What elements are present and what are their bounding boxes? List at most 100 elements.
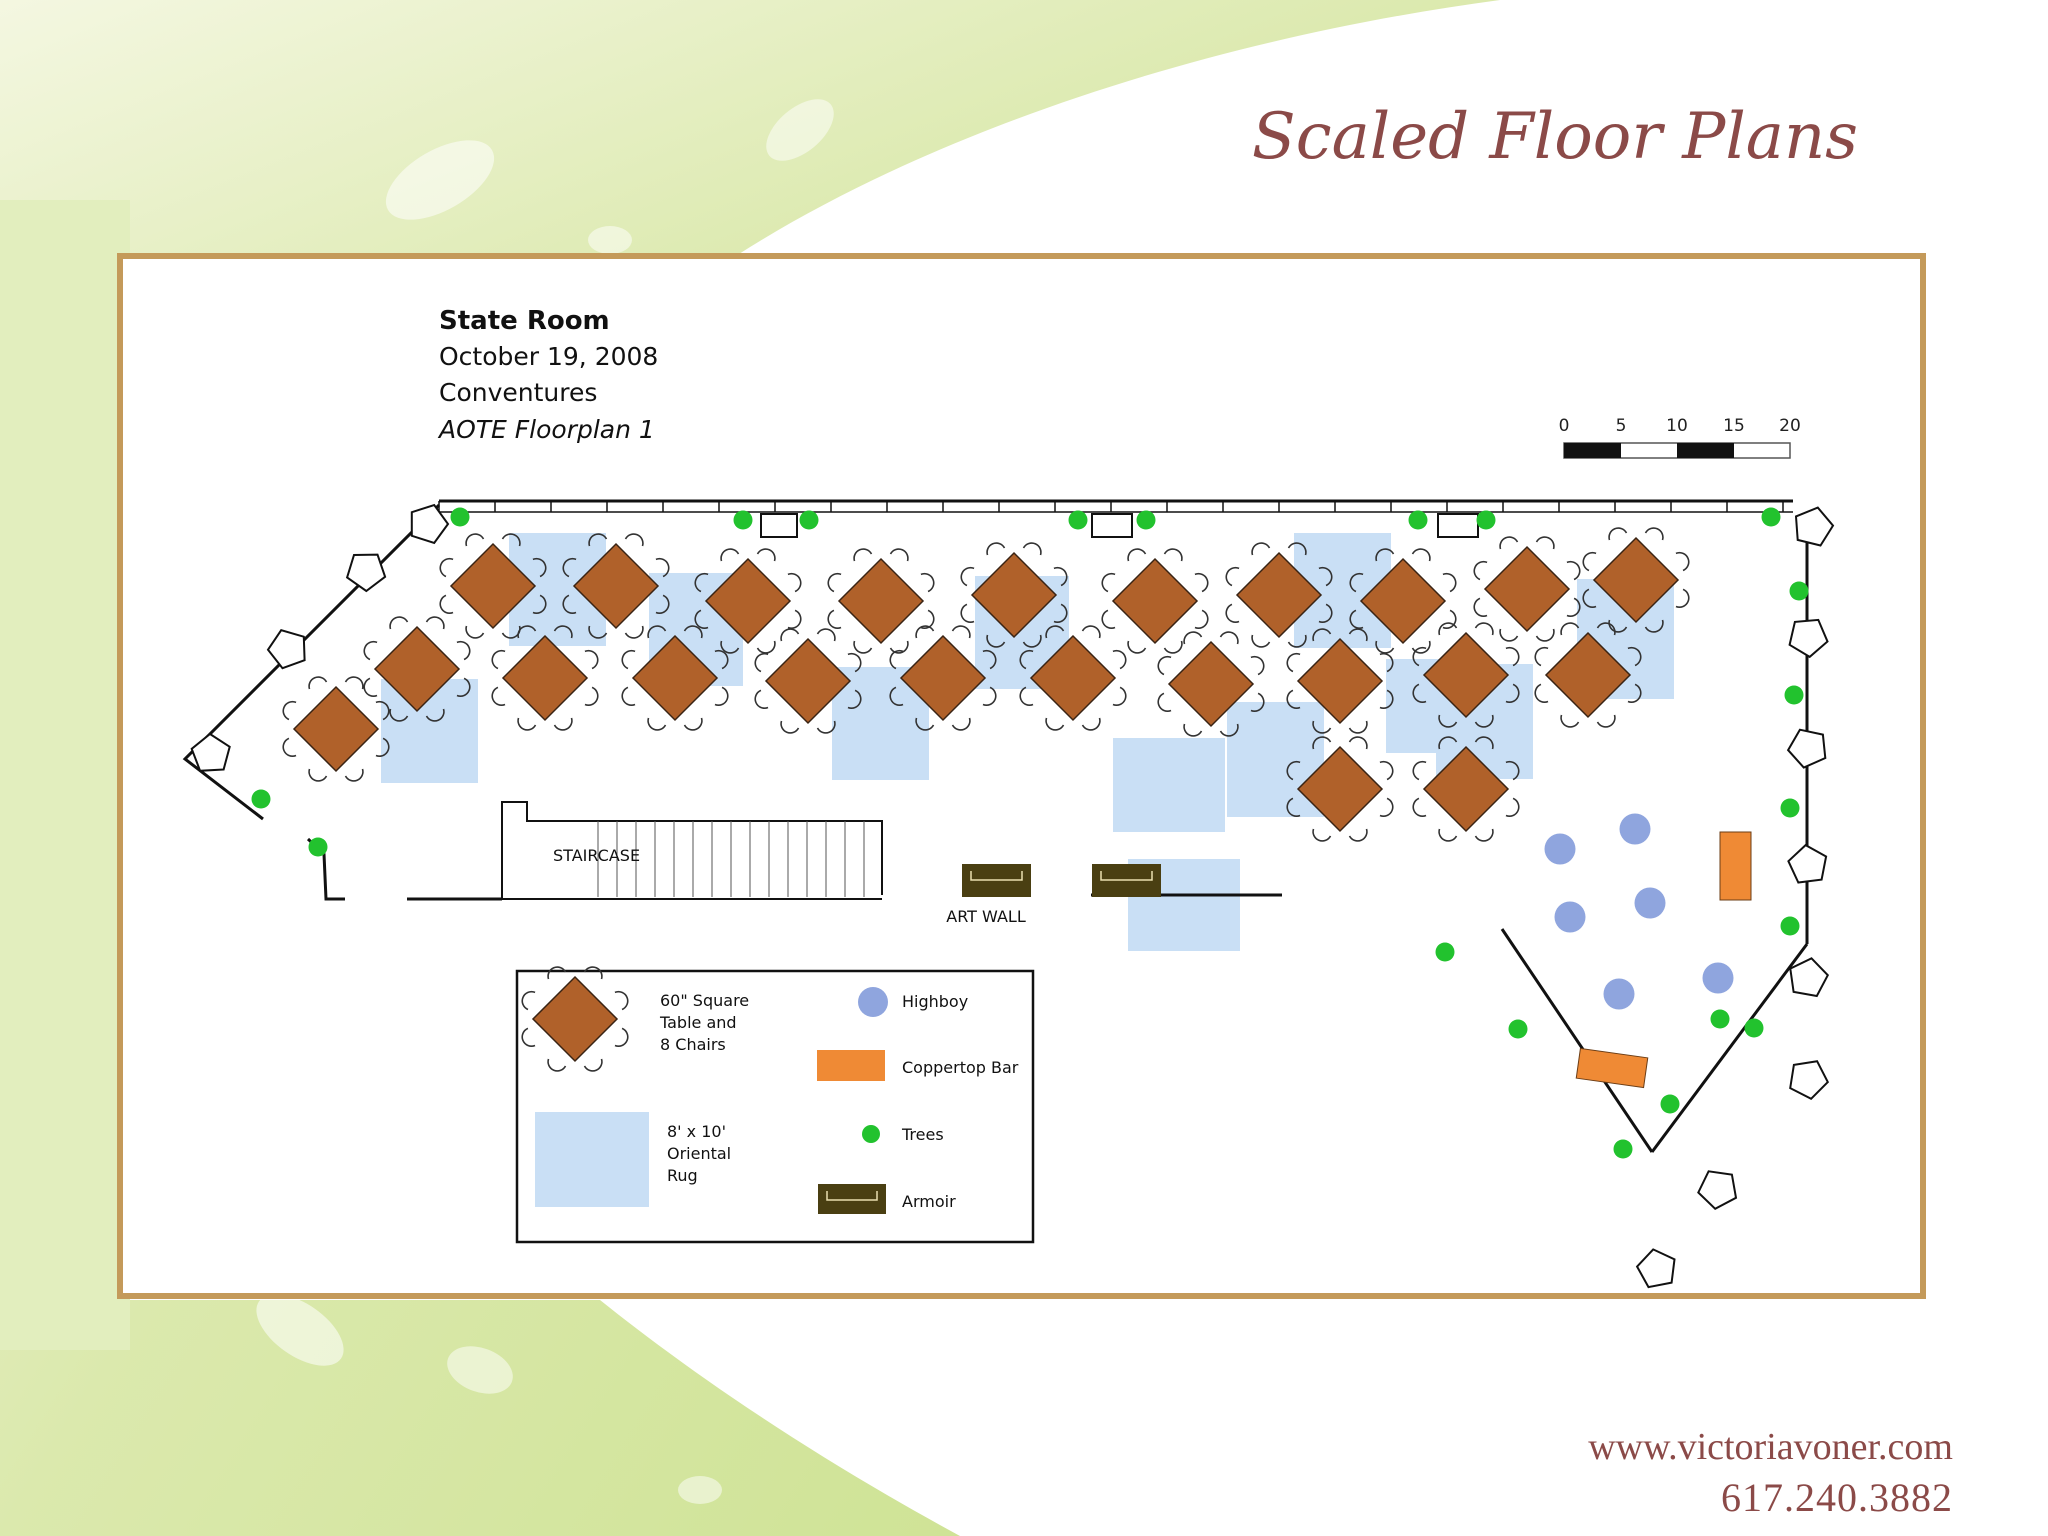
tree	[251, 789, 271, 809]
square-table	[1473, 536, 1581, 642]
tree	[1435, 942, 1455, 962]
legend-rug-line-3: Rug	[667, 1166, 698, 1185]
scale-label-15: 15	[1723, 416, 1745, 436]
square-table	[754, 628, 862, 734]
square-table	[621, 625, 729, 731]
website-link[interactable]: www.victoriavoner.com	[1588, 1426, 1953, 1468]
square-table	[1157, 631, 1265, 737]
doors	[760, 513, 1479, 538]
square-table	[889, 625, 997, 731]
square-table	[1286, 628, 1394, 734]
legend: 60" Square Table and 8 Chairs 8' x 10' O…	[515, 966, 1035, 1244]
highboys-layer	[1544, 813, 1734, 1010]
floor-plan: State Room October 19, 2008 Conventures …	[182, 306, 1835, 1289]
tree	[733, 510, 753, 530]
scale-bar: 0 5 10 15 20	[1559, 416, 1801, 459]
highboy	[1603, 978, 1635, 1010]
staircase: STAIRCASE	[501, 801, 883, 900]
legend-highboy-label: Highboy	[902, 992, 968, 1011]
armoir	[1092, 864, 1161, 897]
tree	[1780, 916, 1800, 936]
tree	[1408, 510, 1428, 530]
square-table	[282, 676, 390, 782]
wall-window-ticks	[438, 501, 1793, 513]
tree	[799, 510, 819, 530]
tree	[1710, 1009, 1730, 1029]
highboy	[1619, 813, 1651, 845]
square-table	[1534, 622, 1642, 728]
square-table	[1349, 548, 1457, 654]
legend-trees-label: Trees	[901, 1125, 944, 1144]
square-table	[1412, 736, 1520, 842]
tables-layer	[282, 527, 1690, 842]
legend-rug-line-2: Oriental	[667, 1144, 731, 1163]
column	[190, 732, 231, 772]
tree	[1476, 510, 1496, 530]
slide-title: Scaled Floor Plans	[1251, 100, 1858, 174]
column	[1786, 728, 1827, 769]
scale-label-5: 5	[1616, 416, 1627, 436]
legend-rug-line-1: 8' x 10'	[667, 1122, 726, 1141]
armoirs-layer	[962, 864, 1161, 897]
column	[345, 553, 387, 593]
armoir	[818, 1184, 886, 1214]
scale-label-0: 0	[1559, 416, 1570, 436]
art-wall-label: ART WALL	[946, 907, 1026, 926]
legend-bar-icon	[817, 1050, 885, 1081]
tree	[1784, 685, 1804, 705]
highboy	[1634, 887, 1666, 919]
phone-number: 617.240.3882	[1721, 1475, 1953, 1520]
tree	[308, 837, 328, 857]
column	[1788, 618, 1829, 659]
square-table	[1225, 542, 1333, 648]
legend-table-line-2: Table and	[659, 1013, 737, 1032]
plan-client: Conventures	[439, 378, 597, 407]
column	[1789, 1060, 1830, 1101]
legend-highboy-icon	[858, 987, 888, 1017]
column	[1789, 957, 1830, 998]
tree	[1068, 510, 1088, 530]
coppertop-bar	[1575, 1047, 1649, 1089]
legend-table-line-1: 60" Square	[660, 991, 749, 1010]
square-table	[827, 548, 935, 654]
tree	[450, 507, 470, 527]
square-table	[491, 625, 599, 731]
column	[1635, 1248, 1676, 1289]
tree	[1508, 1019, 1528, 1039]
scale-label-20: 20	[1779, 416, 1801, 436]
tree	[1613, 1139, 1633, 1159]
tree	[1780, 798, 1800, 818]
square-table	[1101, 548, 1209, 654]
legend-bar-label: Coppertop Bar	[902, 1058, 1019, 1077]
legend-tree-icon	[862, 1125, 880, 1143]
square-table	[1582, 527, 1690, 633]
column	[266, 629, 306, 670]
square-table	[1412, 622, 1520, 728]
oriental-rug	[1113, 738, 1225, 832]
tree	[1744, 1018, 1764, 1038]
column	[410, 503, 450, 545]
tree	[1660, 1094, 1680, 1114]
square-table	[694, 548, 802, 654]
highboy	[1544, 833, 1576, 865]
legend-table-line-3: 8 Chairs	[660, 1035, 726, 1054]
coppertop-bar	[1719, 831, 1752, 901]
tree	[1789, 581, 1809, 601]
bars-layer	[1575, 831, 1752, 1089]
plan-heading: State Room	[439, 306, 610, 336]
stair-steps	[597, 821, 865, 897]
square-table	[439, 533, 547, 639]
plan-date: October 19, 2008	[439, 342, 658, 371]
plan-name: AOTE Floorplan 1	[437, 415, 655, 444]
highboy	[1702, 962, 1734, 994]
legend-table-icon	[521, 966, 629, 1072]
square-table	[960, 542, 1068, 648]
legend-armoir-label: Armoir	[902, 1192, 956, 1211]
square-table	[1286, 736, 1394, 842]
trees-layer	[251, 507, 1809, 1159]
column	[1787, 843, 1828, 884]
legend-rug-icon	[535, 1112, 649, 1207]
legend-armoir-icon	[818, 1184, 886, 1214]
scale-label-10: 10	[1666, 416, 1688, 436]
